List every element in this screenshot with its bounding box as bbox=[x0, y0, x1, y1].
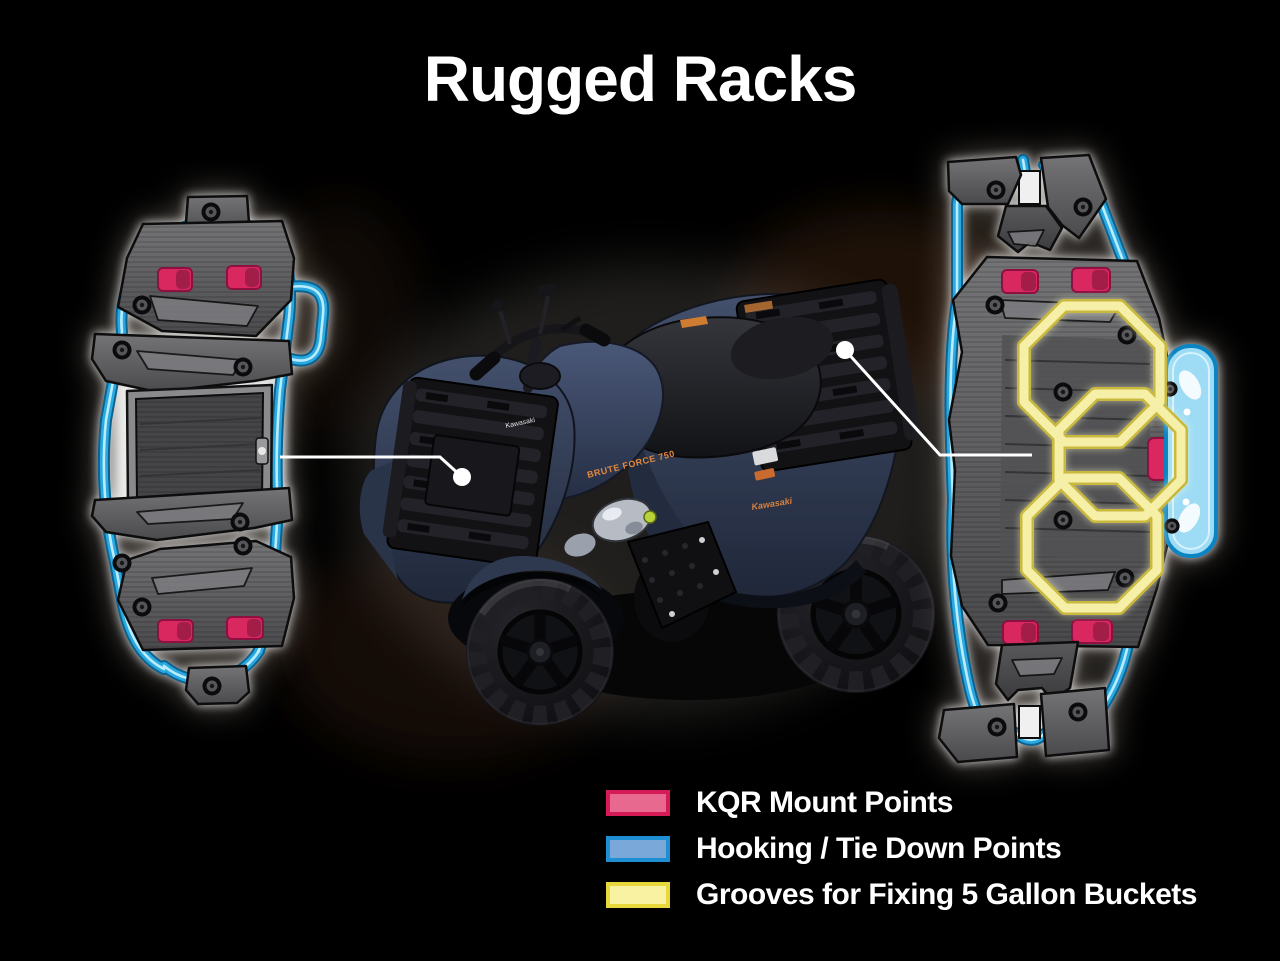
rear-rack-bottom-notch bbox=[1018, 705, 1041, 739]
kqr-label: KQR Mount Points bbox=[696, 786, 953, 819]
rear-rack-diagram bbox=[937, 153, 1218, 764]
screw-icon bbox=[112, 340, 132, 360]
screw-icon bbox=[201, 202, 221, 222]
atv-mirror bbox=[537, 282, 557, 296]
front-rack-diagram bbox=[90, 194, 323, 706]
front-rack-callout-line bbox=[280, 455, 464, 479]
screw-icon bbox=[988, 593, 1008, 613]
bucket-groove-rings bbox=[1017, 299, 1188, 615]
legend-item-kqr: KQR Mount Points bbox=[606, 786, 1197, 819]
atv-warning-label bbox=[754, 468, 776, 481]
atv-footboard bbox=[626, 520, 738, 630]
rear-rack-callout-line bbox=[843, 348, 1032, 457]
kqr-mount-pad bbox=[1071, 267, 1111, 293]
screw-icon bbox=[112, 553, 132, 573]
front-rack-center-well bbox=[125, 383, 274, 515]
screw-icon bbox=[233, 357, 253, 377]
bucket-grooves-label: Grooves for Fixing 5 Gallon Buckets bbox=[696, 878, 1197, 911]
kqr-swatch bbox=[606, 789, 670, 816]
bucket-groove-ring bbox=[1022, 473, 1162, 613]
rear-rack-foot-left bbox=[937, 702, 1019, 764]
tie-down-swatch bbox=[606, 835, 670, 862]
screw-icon bbox=[230, 512, 250, 532]
atv-warning-label bbox=[752, 447, 779, 466]
atv-front-wheel bbox=[466, 578, 614, 726]
rear-rack-top-notch bbox=[1018, 170, 1041, 205]
legend-item-tie-down: Hooking / Tie Down Points bbox=[606, 832, 1197, 865]
screw-icon bbox=[132, 597, 152, 617]
tie-down-label: Hooking / Tie Down Points bbox=[696, 832, 1062, 865]
bucket-grooves-swatch bbox=[606, 881, 670, 908]
atv-headlight bbox=[564, 497, 657, 557]
screw-icon bbox=[233, 536, 253, 556]
screw-icon bbox=[1068, 702, 1088, 722]
kqr-mount-pad bbox=[1071, 619, 1113, 644]
kqr-mount-pad bbox=[157, 267, 193, 292]
page-title: Rugged Racks bbox=[423, 43, 858, 115]
bucket-groove-ring bbox=[1019, 301, 1165, 447]
rear-rack-callout-dot bbox=[836, 341, 854, 359]
kqr-mount-pad bbox=[226, 616, 264, 640]
bucket-groove-ring bbox=[1054, 389, 1186, 521]
legend: KQR Mount Points Hooking / Tie Down Poin… bbox=[606, 786, 1197, 924]
screw-icon bbox=[1073, 197, 1093, 217]
kqr-mount-pad bbox=[157, 619, 194, 643]
screw-icon bbox=[132, 295, 152, 315]
screw-icon bbox=[987, 717, 1007, 737]
kqr-mount-pad bbox=[226, 265, 262, 290]
atv-handlebars bbox=[469, 282, 611, 393]
rear-rack-head-left bbox=[946, 155, 1023, 206]
screw-icon bbox=[1053, 382, 1073, 402]
screw-icon bbox=[1164, 518, 1180, 534]
rear-rack-foot-right bbox=[1039, 686, 1111, 758]
screw-icon bbox=[202, 676, 222, 696]
rear-rack-handle bbox=[1162, 344, 1218, 558]
legend-item-bucket-grooves: Grooves for Fixing 5 Gallon Buckets bbox=[606, 878, 1197, 911]
screw-icon bbox=[985, 295, 1005, 315]
screw-icon bbox=[1115, 568, 1135, 588]
atv-illustration: BRUTE FORCE 750 Kawasaki Kawasaki bbox=[359, 278, 935, 726]
screw-icon bbox=[986, 180, 1006, 200]
atv-front-rack bbox=[382, 376, 559, 568]
kqr-mount-pad bbox=[1001, 269, 1039, 294]
callout-lines bbox=[280, 341, 1032, 486]
front-rack-callout-dot bbox=[453, 468, 471, 486]
screw-icon bbox=[1053, 510, 1073, 530]
